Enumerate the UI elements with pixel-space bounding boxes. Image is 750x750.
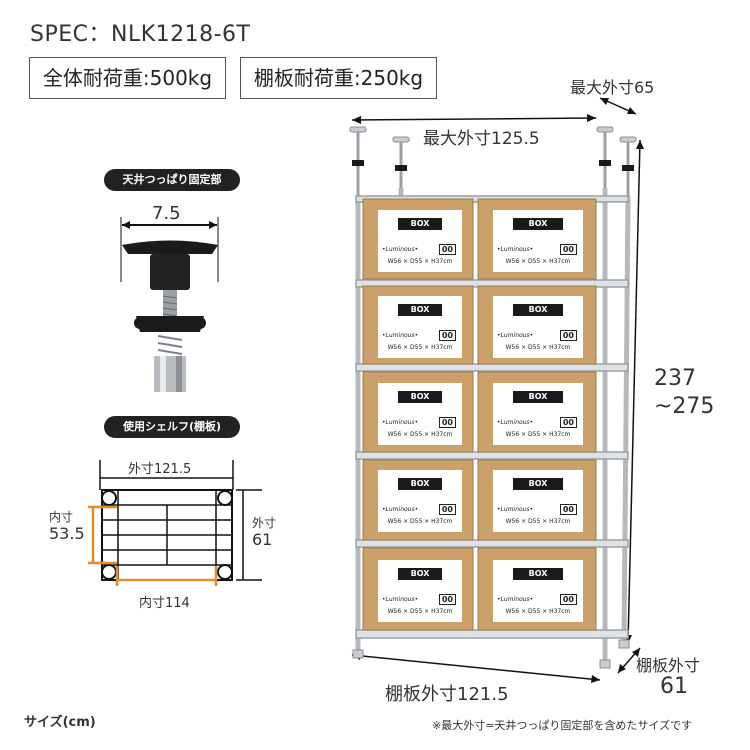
box-number: 00 bbox=[438, 504, 456, 515]
box-title: BOX bbox=[398, 391, 442, 403]
rack-max-width-label: 最大外寸125.5 bbox=[423, 129, 540, 149]
rack-height-line1: 237 bbox=[654, 366, 696, 391]
box-brand: •Luminous• bbox=[382, 419, 419, 426]
ceiling-fix-width: 7.5 bbox=[152, 203, 181, 224]
ceiling-fix-label: 天井つっぱり固定部 bbox=[104, 169, 240, 191]
box-brand: •Luminous• bbox=[497, 332, 534, 339]
box-title: BOX bbox=[398, 568, 442, 580]
shelf-outer-width: 外寸121.5 bbox=[128, 462, 192, 477]
box-number: 00 bbox=[438, 417, 456, 428]
rack-shelf-depth-line2: 61 bbox=[660, 674, 688, 699]
box-size: W56 × D55 × H37cm bbox=[387, 518, 453, 525]
load-total-badge: 全体耐荷重:500kg bbox=[29, 57, 226, 99]
footnote: ※最大外寸=天井つっぱり固定部を含めたサイズです bbox=[432, 719, 693, 732]
box-number: 00 bbox=[559, 417, 577, 428]
unit-text: サイズ(cm) bbox=[24, 715, 96, 730]
box-title: BOX bbox=[398, 218, 442, 230]
box-brand: •Luminous• bbox=[497, 506, 534, 513]
box-size: W56 × D55 × H37cm bbox=[505, 344, 571, 351]
unit-label: サイズ(cm) bbox=[24, 711, 96, 730]
rack-shelf-width-label: 棚板外寸121.5 bbox=[385, 684, 509, 705]
shelf-inner-depth-value: 53.5 bbox=[49, 524, 85, 543]
box-number: 00 bbox=[559, 504, 577, 515]
box-title: BOX bbox=[513, 391, 563, 403]
box-title: BOX bbox=[513, 304, 563, 316]
box-brand: •Luminous• bbox=[497, 419, 534, 426]
box-title: BOX bbox=[398, 304, 442, 316]
spec-title: SPEC：NLK1218-6T bbox=[30, 22, 251, 47]
shelf-inner-width: 内寸114 bbox=[139, 596, 190, 611]
load-shelf-badge: 棚板耐荷重:250kg bbox=[240, 57, 437, 99]
shelf-plan-label: 使用シェルフ(棚板) bbox=[104, 416, 240, 438]
box-size: W56 × D55 × H37cm bbox=[505, 258, 571, 265]
box-title: BOX bbox=[513, 478, 563, 490]
box-brand: •Luminous• bbox=[497, 246, 534, 253]
shelf-outer-depth-value: 61 bbox=[252, 530, 273, 549]
box-size: W56 × D55 × H37cm bbox=[505, 608, 571, 615]
box-number: 00 bbox=[438, 244, 456, 255]
box-title: BOX bbox=[513, 218, 563, 230]
box-number: 00 bbox=[438, 594, 456, 605]
rack-max-depth-label: 最大外寸65 bbox=[570, 78, 655, 97]
box-size: W56 × D55 × H37cm bbox=[387, 431, 453, 438]
rack-shelf-depth-line1: 棚板外寸 bbox=[636, 656, 701, 675]
box-number: 00 bbox=[438, 330, 456, 341]
rack-height-line2: ~275 bbox=[654, 394, 715, 419]
box-brand: •Luminous• bbox=[382, 596, 419, 603]
box-title: BOX bbox=[398, 478, 442, 490]
box-number: 00 bbox=[559, 594, 577, 605]
box-brand: •Luminous• bbox=[382, 506, 419, 513]
box-number: 00 bbox=[559, 244, 577, 255]
box-size: W56 × D55 × H37cm bbox=[505, 518, 571, 525]
box-size: W56 × D55 × H37cm bbox=[387, 258, 453, 265]
box-brand: •Luminous• bbox=[497, 596, 534, 603]
box-size: W56 × D55 × H37cm bbox=[505, 431, 571, 438]
box-brand: •Luminous• bbox=[382, 332, 419, 339]
shelf-inner-depth-label: 内寸 bbox=[49, 510, 74, 524]
box-brand: •Luminous• bbox=[382, 246, 419, 253]
box-size: W56 × D55 × H37cm bbox=[387, 608, 453, 615]
shelf-outer-depth-label: 外寸 bbox=[252, 516, 277, 530]
box-grid bbox=[362, 198, 597, 631]
box-size: W56 × D55 × H37cm bbox=[387, 344, 453, 351]
box-number: 00 bbox=[559, 330, 577, 341]
box-title: BOX bbox=[513, 568, 563, 580]
